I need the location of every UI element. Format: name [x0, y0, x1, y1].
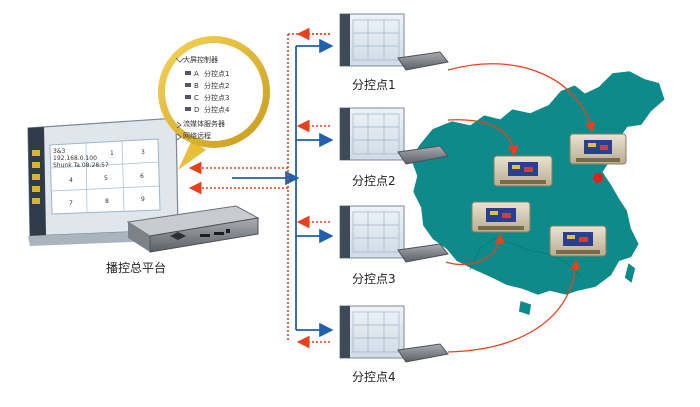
tree-child-b-label: 分控点2 [204, 81, 229, 90]
grid-cell-9: 9 [141, 196, 145, 203]
branch-node-4 [339, 305, 449, 363]
grid-cell-4: 4 [69, 177, 73, 184]
china-map [408, 68, 668, 317]
grid-cell-7: 7 [69, 200, 73, 207]
control-room-1 [569, 133, 627, 165]
branch-node-1 [339, 13, 449, 71]
grid-cell-5: 5 [104, 175, 108, 182]
tree-child-c-letter: C [194, 94, 199, 102]
tree-root: 大屏控制器 [183, 55, 218, 64]
branch-3-label: 分控点3 [352, 272, 396, 286]
tree-child-d-letter: D [194, 106, 199, 114]
grid-cell-6: 6 [140, 173, 144, 180]
branch-2-label: 分控点2 [352, 174, 396, 188]
branch-4-label: 分控点4 [352, 370, 396, 384]
beijing-marker [593, 173, 603, 183]
platform-label: 播控总平台 [106, 261, 167, 275]
magnifier: 大屏控制器 分控点1 A 分控点2 B 分控点3 C 分控点4 D 流媒体服务器… [158, 36, 270, 170]
grid-cell-3: 3 [141, 149, 145, 156]
grid-cell-8: 8 [105, 198, 109, 205]
tree-child-a-letter: A [194, 70, 199, 78]
tree-child-a-label: 分控点1 [204, 69, 229, 78]
platform-controller [126, 205, 260, 253]
control-room-2 [493, 155, 553, 187]
tree-child-c-label: 分控点3 [204, 93, 229, 102]
tree-extra-1: 流媒体服务器 [183, 119, 225, 128]
control-room-3 [471, 201, 531, 233]
tree-extra-2: 网络远程 [183, 131, 211, 140]
camera-icons [185, 71, 191, 111]
tree-child-b-letter: B [194, 82, 199, 90]
branch-1-label: 分控点1 [352, 78, 396, 92]
branch-to-room-arrows [445, 63, 596, 353]
screen-line-1: 3&3 [53, 148, 65, 155]
screen-line-3: Shunk Ta 08:28:57 [53, 162, 109, 169]
bus-lines [188, 27, 334, 349]
branch-node-3 [339, 205, 449, 263]
tree-child-d-label: 分控点4 [204, 105, 230, 114]
branch-node-2 [339, 107, 449, 165]
control-room-4 [549, 225, 607, 257]
screen-line-2: 192.168.0.100 [53, 155, 97, 162]
grid-cell-1: 1 [110, 150, 114, 157]
